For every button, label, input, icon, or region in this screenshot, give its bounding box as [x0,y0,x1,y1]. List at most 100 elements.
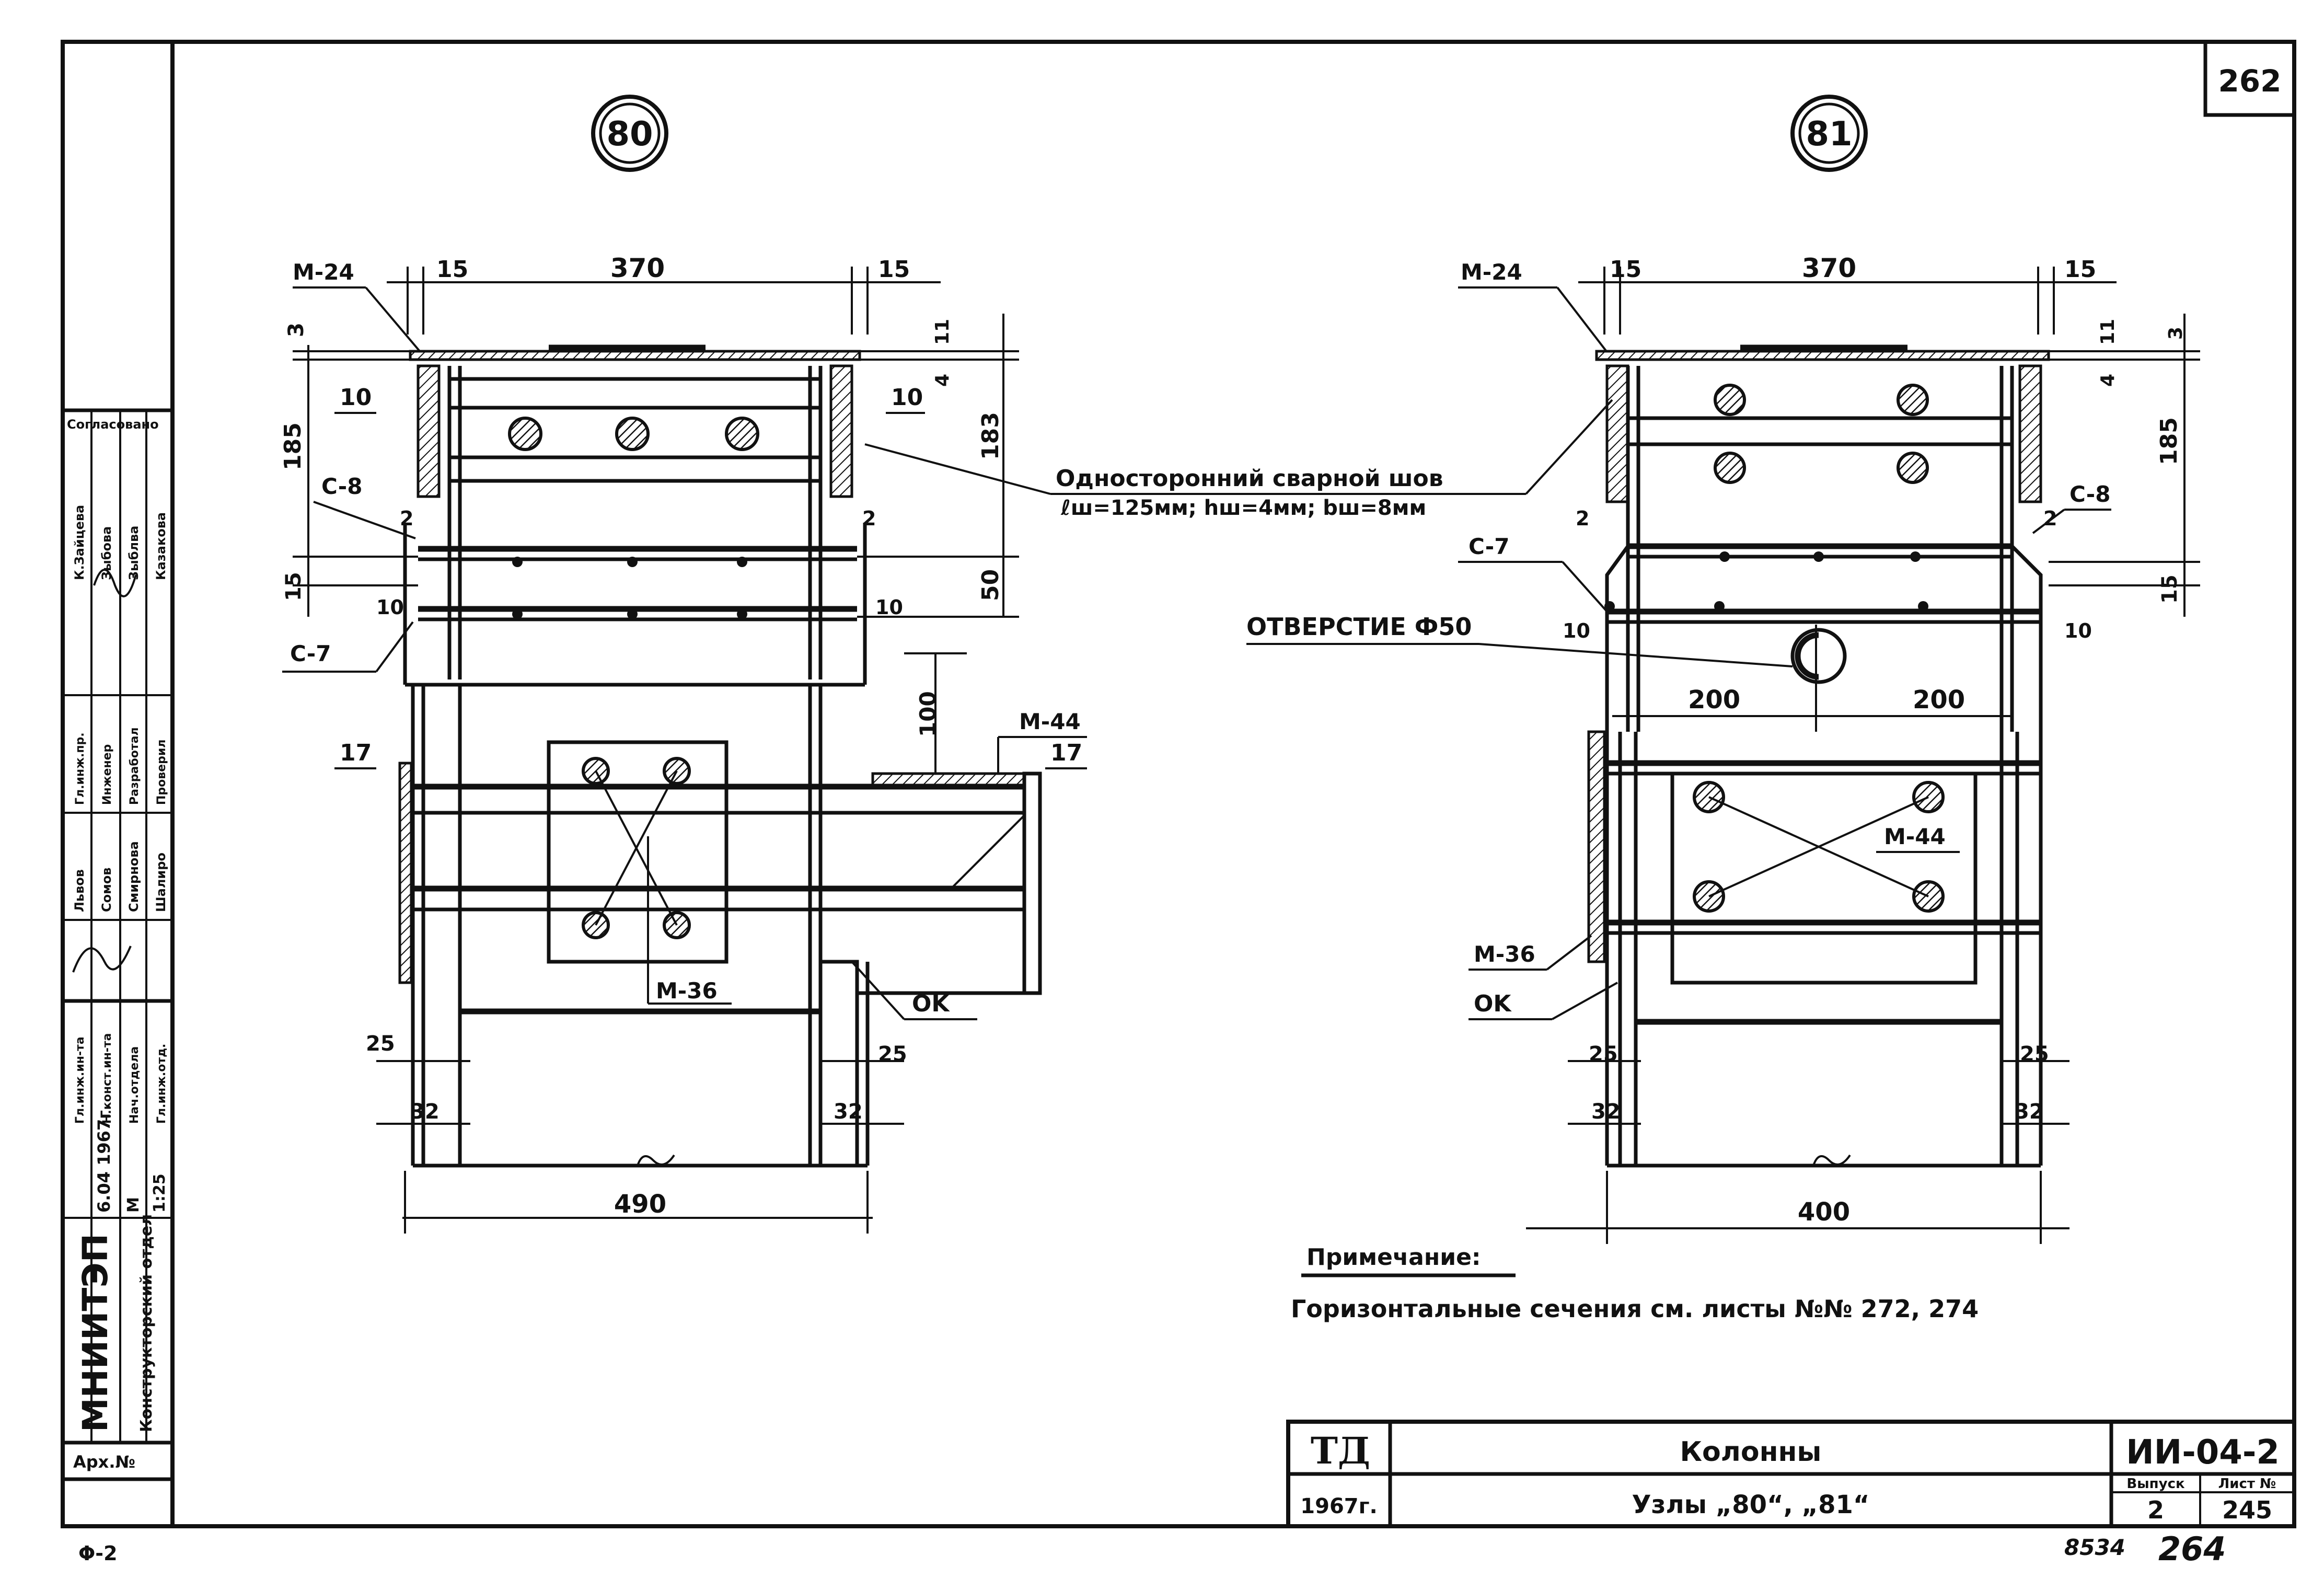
n80-dim-15-right: 15 [878,256,910,283]
n80-dim-3: 3 [284,322,308,337]
n80-dim-17-right: 17 [1050,740,1082,766]
n81-label-m24: M-24 [1461,259,1522,285]
n80-dim-11: 11 [932,319,953,345]
stamp-role-7: Разработал [128,727,141,805]
n80-dim-4: 4 [932,374,953,387]
n81-hole-label: ОТВЕРСТИЕ Ф50 [1246,613,1472,641]
page-number: 262 [2218,63,2281,99]
n80-dim-185: 185 [280,422,306,470]
node-80: 80 15 370 15 M-24 3 10 185 15 C-8 C-7 2 … [280,95,1087,1234]
n81-weld-2-right: 2 [2043,507,2057,530]
stamp-role-5: Гл.инж.пр. [74,732,87,805]
n81-label-ok: OK [1474,990,1512,1017]
stamp-scale: 1:25 [151,1173,169,1213]
n81-weld-2-left: 2 [1576,507,1589,530]
node-81-label: 81 [1806,115,1852,154]
title-sheet-label: Лист № [2218,1476,2276,1492]
n80-label-c7: C-7 [290,641,331,666]
n81-dim-32-right: 32 [2015,1100,2044,1124]
stamp-role-4: Гл.инж.отд. [155,1044,168,1124]
n80-dim-15-left: 15 [436,256,468,283]
stamp-role-3: Нач.отдела [128,1046,141,1124]
weld-note-line1: Односторонний сварной шов [1056,465,1443,492]
weld-note-line2: ℓш=125мм; hш=4мм; bш=8мм [1060,496,1426,520]
n81-dim-200-right: 200 [1913,685,1965,715]
bottom-right-number-2: 264 [2158,1530,2226,1568]
n81-label-c7: C-7 [1469,534,1509,559]
stamp-role-2: Н.конст.ин-та [101,1033,114,1124]
n81-label-c8: C-8 [2069,481,2110,507]
bottom-left-code: Φ-2 [78,1542,118,1565]
stamp-name-1: Львов [72,869,87,912]
stamp-name-2: Сомов [99,868,114,912]
weld-note: Односторонний сварной шов ℓш=125мм; hш=4… [864,399,1613,520]
n80-dim-32-left: 32 [410,1100,440,1124]
stamp-role-8: Проверил [155,740,168,805]
n80-weld-10-left: 10 [376,596,404,619]
stamp-date: 6.04 1967г. [94,1104,114,1213]
n80-label-m44: M-44 [1019,709,1081,734]
title-org: ТД [1311,1429,1370,1472]
stamp-institute: МНИИТЭП [75,1234,115,1432]
n81-dim-400: 400 [1798,1197,1850,1227]
signature-marks [72,569,137,973]
node-81: 81 15 370 15 M-24 11 3 4 185 15 C-8 C-7 … [1246,95,2200,1244]
node-80-label: 80 [606,115,653,154]
n81-dim-4: 4 [2097,374,2119,387]
title-main: Колонны [1680,1436,1822,1468]
note-block: Примечание: Горизонтальные сечения см. л… [1291,1244,1979,1323]
n80-dim-10-right: 10 [891,384,923,411]
n80-label-ok: OK [912,990,950,1017]
n80-weld-10-right: 10 [875,596,903,619]
n80-dim-370: 370 [610,253,665,283]
n81-dim-32-left: 32 [1591,1100,1621,1124]
stamp-role-1: Гл.инж.ин-та [74,1036,87,1124]
n81-weld-10-right: 10 [2064,619,2092,642]
n80-dim-15-l: 15 [282,572,306,601]
bottom-right-number-1: 8534 [2064,1535,2125,1560]
title-issue: 2 [2147,1496,2164,1524]
stamp-name-5: К.Зайцева [72,505,87,580]
n80-dim-17-left: 17 [340,740,372,766]
n80-dim-10-left: 10 [340,384,372,411]
n81-dim-25-left: 25 [1589,1042,1618,1066]
stamp-dept: Конструкторский отдел [137,1214,156,1432]
n80-label-m36: M-36 [656,978,718,1004]
n80-dim-183: 183 [977,412,1004,460]
stamp-name-7: Зыблва [126,526,141,580]
n81-dim-25-right: 25 [2020,1042,2049,1066]
n81-dim-11: 11 [2097,319,2119,345]
n81-dim-3: 3 [2165,327,2187,340]
n81-dim-185: 185 [2156,417,2182,465]
n80-label-m24: M-24 [293,259,354,285]
stamp-role-6: Инженер [101,744,114,805]
n80-dim-25-right: 25 [878,1042,907,1066]
title-sub: Узлы „80“, „81“ [1632,1490,1870,1519]
n80-dim-25-left: 25 [366,1032,395,1056]
n80-dim-490: 490 [614,1190,666,1219]
title-issue-label: Выпуск [2126,1476,2185,1492]
note-title: Примечание: [1306,1244,1481,1271]
n81-dim-15-r: 15 [2158,574,2182,604]
n81-dim-200-left: 200 [1688,685,1740,715]
n81-dim-15-left: 15 [1610,256,1641,283]
stamp-agreed: Согласовано [67,417,159,432]
stamp-arch-label: Арх.№ [73,1452,135,1472]
sheet-frame [61,40,2296,1528]
n81-label-m44: M-44 [1884,824,1946,849]
title-block: ТД 1967г. Колонны Узлы „80“, „81“ ИИ-04-… [1286,1420,2296,1528]
stamp-scale-label: М [124,1197,143,1213]
n80-dim-50: 50 [977,569,1004,601]
n81-label-m36: M-36 [1474,941,1535,967]
title-year: 1967г. [1300,1494,1377,1518]
title-sheet: 245 [2222,1496,2272,1524]
n81-dim-15-right: 15 [2064,256,2096,283]
n80-dim-32-right: 32 [834,1100,863,1124]
n80-dim-100: 100 [915,691,941,737]
title-doc-code: ИИ-04-2 [2126,1433,2280,1472]
n81-weld-10-left: 10 [1563,619,1590,642]
stamp-name-3: Смирнова [126,841,141,912]
side-stamp: МНИИТЭП Конструкторский отдел 6.04 1967г… [63,408,172,1481]
stamp-name-8: Казакова [154,512,168,580]
n81-dim-370: 370 [1802,253,1856,283]
